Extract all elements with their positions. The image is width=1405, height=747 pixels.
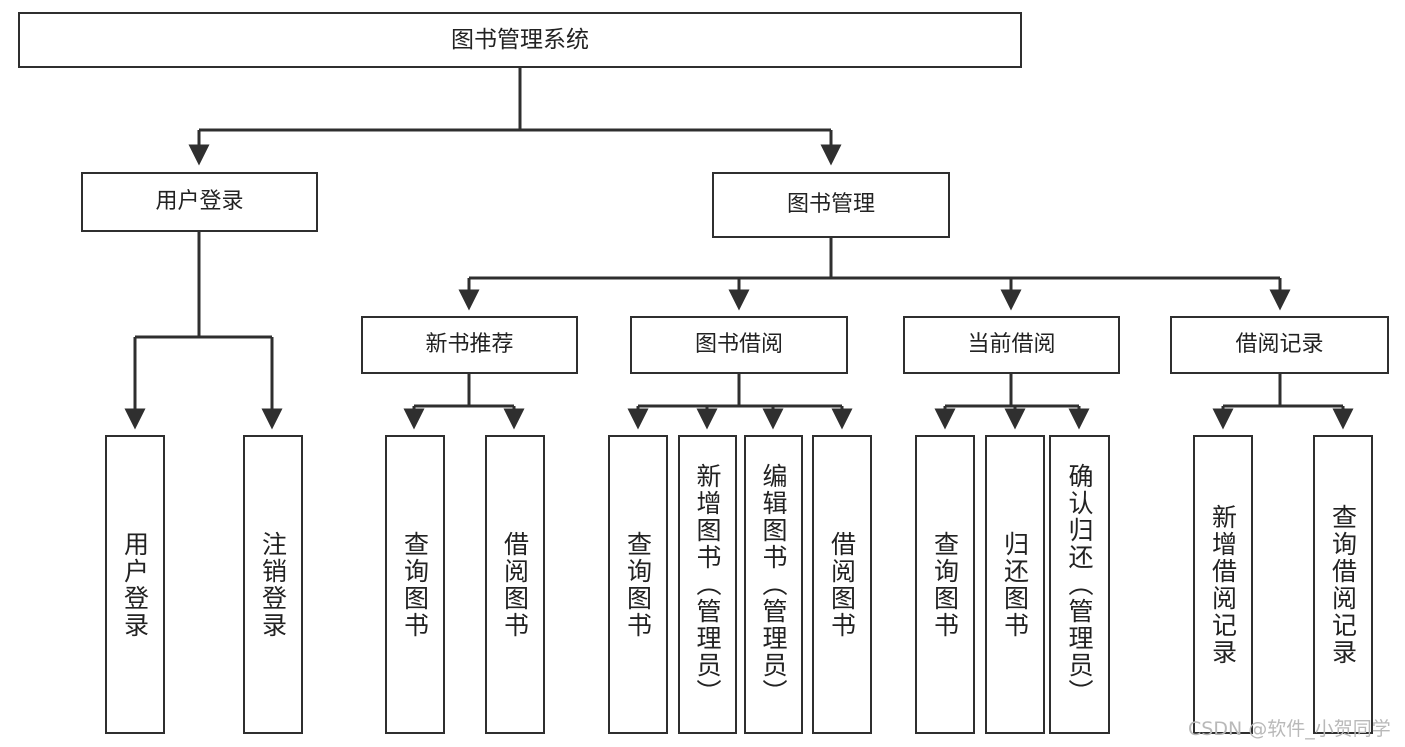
leaf-confirm-return-admin[interactable]: 确认归还（管理员） [1049, 435, 1110, 734]
node-borrow-record[interactable]: 借阅记录 [1170, 316, 1389, 374]
leaf-label: 查询图书 [930, 530, 960, 639]
leaf-query-borrow-record[interactable]: 查询借阅记录 [1313, 435, 1373, 734]
node-book-management-system[interactable]: 图书管理系统 [18, 12, 1022, 68]
leaf-return-book[interactable]: 归还图书 [985, 435, 1045, 734]
leaf-label: 归还图书 [1000, 530, 1030, 639]
node-label: 当前借阅 [967, 332, 1056, 358]
leaf-add-book-admin[interactable]: 新增图书（管理员） [678, 435, 737, 734]
leaf-edit-book-admin[interactable]: 编辑图书（管理员） [744, 435, 803, 734]
leaf-query-book-recommend[interactable]: 查询图书 [385, 435, 445, 734]
leaf-query-book-borrow[interactable]: 查询图书 [608, 435, 668, 734]
leaf-label: 注销登录 [258, 530, 288, 639]
leaf-query-book-current[interactable]: 查询图书 [915, 435, 975, 734]
leaf-user-login[interactable]: 用户登录 [105, 435, 165, 734]
csdn-watermark: CSDN @软件_小贺同学 [1188, 718, 1391, 740]
node-user-login[interactable]: 用户登录 [81, 172, 318, 232]
leaf-borrow-book-recommend[interactable]: 借阅图书 [485, 435, 545, 734]
leaf-label: 编辑图书（管理员） [759, 463, 788, 706]
leaf-user-logout[interactable]: 注销登录 [243, 435, 303, 734]
leaf-label: 确认归还（管理员） [1065, 463, 1094, 706]
leaf-label: 新增借阅记录 [1208, 503, 1238, 666]
leaf-label: 查询图书 [400, 530, 430, 639]
node-book-management[interactable]: 图书管理 [712, 172, 950, 238]
leaf-label: 借阅图书 [827, 530, 857, 639]
leaf-add-borrow-record[interactable]: 新增借阅记录 [1193, 435, 1253, 734]
leaf-label: 查询借阅记录 [1328, 503, 1358, 666]
leaf-label: 借阅图书 [500, 530, 530, 639]
node-label: 借阅记录 [1235, 332, 1324, 358]
leaf-borrow-book[interactable]: 借阅图书 [812, 435, 872, 734]
node-label: 图书借阅 [694, 332, 783, 358]
node-new-book-recommend[interactable]: 新书推荐 [361, 316, 578, 374]
node-book-borrow[interactable]: 图书借阅 [630, 316, 848, 374]
node-label: 新书推荐 [425, 332, 514, 358]
leaf-label: 用户登录 [120, 530, 150, 639]
leaf-label: 新增图书（管理员） [693, 463, 722, 706]
node-label: 图书管理 [786, 192, 875, 218]
node-label: 图书管理系统 [451, 26, 589, 53]
leaf-label: 查询图书 [623, 530, 653, 639]
node-label: 用户登录 [155, 189, 244, 215]
node-current-borrow[interactable]: 当前借阅 [903, 316, 1120, 374]
